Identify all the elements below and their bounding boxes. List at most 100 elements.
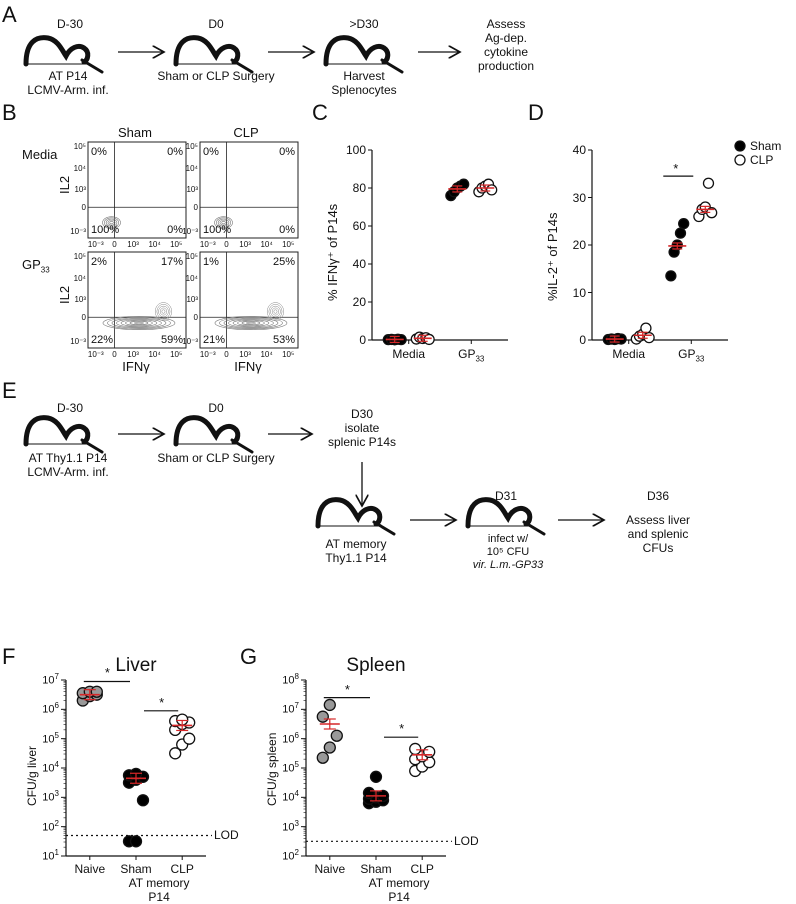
category-label-sham: Sham (360, 862, 392, 876)
step-e5-line2: 10⁵ CFU (486, 546, 530, 558)
panel-label-d: D (528, 100, 544, 125)
contour-ring (271, 307, 280, 316)
group-label-line2: P14 (148, 890, 170, 904)
x-tick-label: 10³ (127, 240, 139, 249)
step-e4-line1: AT memory (325, 537, 387, 551)
y-axis-label: %IL-2⁺ of P14s (545, 212, 560, 301)
data-point-sham (362, 786, 376, 800)
y-tick-label: 105 (282, 760, 299, 775)
quadrant-ul: 1% (203, 256, 219, 268)
data-point-sham (458, 178, 470, 190)
x-axis-label-ifng-sham: IFNγ (122, 359, 150, 374)
data-point-clp (423, 333, 435, 346)
y-tick-label: 10 (572, 285, 586, 300)
step-e5-top: D31 (494, 489, 518, 503)
data-point-naive (90, 685, 103, 698)
y-tick-label: 0 (359, 333, 366, 347)
y-tick-label: 20 (572, 238, 586, 252)
contour-ring (102, 216, 121, 229)
data-point-sham (678, 217, 690, 230)
contour-ring (134, 321, 144, 325)
x-tick-label: 10⁻³ (199, 240, 216, 249)
y-tick-label: 0 (81, 313, 86, 323)
panel-label-e: E (2, 378, 17, 403)
quadrant-ur: 25% (272, 256, 295, 268)
y-tick-label: 105 (42, 730, 59, 746)
data-point-clp (640, 322, 652, 334)
y-tick-label: 30 (572, 190, 586, 205)
y-tick-label: 103 (282, 818, 299, 834)
category-label-clp: CLP (170, 862, 194, 876)
group-label-line1: AT memory (128, 876, 190, 890)
contour-ring (219, 316, 283, 330)
row-title-gp: GP33 (22, 257, 50, 275)
quadrant-lr: 0% (279, 224, 295, 236)
contour-ring (102, 316, 176, 331)
y-tick-label: 10⁴ (185, 273, 198, 283)
y-tick-label: 108 (282, 672, 299, 687)
data-point-sham (674, 227, 687, 239)
y-tick-label: 80 (352, 181, 366, 195)
contour-ring (223, 317, 279, 329)
data-point-clp (423, 745, 436, 759)
contour-ring (104, 217, 120, 228)
data-point-clp (183, 732, 196, 745)
x-tick-label: 10⁵ (282, 240, 295, 249)
y-tick-label: 10⁵ (185, 251, 198, 261)
x-tick-label: 10⁴ (148, 240, 161, 249)
y-tick-label: 100 (345, 143, 366, 157)
y-tick-label: 10⁵ (73, 251, 86, 261)
contour-ring (214, 216, 233, 229)
significance-star: * (399, 721, 405, 737)
x-tick-label: 10³ (239, 240, 251, 249)
group-label-line1: AT memory (368, 876, 430, 890)
significance-star: * (344, 681, 350, 697)
quadrant-ll: 100% (91, 224, 120, 236)
quadrant-lr: 59% (160, 334, 183, 346)
y-tick-label: 10⁻³ (70, 337, 86, 347)
significance-star: * (104, 665, 110, 681)
contour-ring (105, 218, 118, 227)
y-tick-label: 104 (282, 789, 299, 804)
contour-ring (107, 316, 171, 330)
data-point-naive (316, 751, 329, 764)
contour-ring (246, 321, 256, 325)
step-a1-line1: AT P14 (48, 69, 88, 83)
step-e2-line1: Sham or CLP Surgery (157, 451, 275, 465)
x-tick-label: 0 (224, 240, 229, 249)
x-tick-label: 0 (112, 240, 117, 249)
contour-ring (125, 320, 153, 326)
x-tick-label: 10³ (239, 350, 251, 359)
step-e3-line1: D30 (350, 407, 374, 421)
y-tick-label: 10³ (74, 185, 86, 194)
data-point-clp (409, 742, 422, 756)
contour-ring (116, 318, 162, 328)
contour-ring (107, 219, 116, 226)
quadrant-ul: 0% (203, 146, 219, 158)
contour-ring (273, 309, 278, 314)
y-tick-label: 60 (352, 219, 366, 233)
data-point-clp (169, 747, 182, 760)
step-e5-line1: infect w/ (487, 533, 529, 545)
step-e2-top: D0 (208, 401, 224, 415)
y-tick-label: 103 (42, 789, 59, 804)
row-title-media: Media (22, 147, 58, 162)
category-label-naive: Naive (314, 862, 346, 876)
y-tick-label: 40 (352, 257, 366, 271)
category-label-media: Media (392, 347, 426, 361)
y-tick-label: 106 (42, 701, 59, 716)
y-tick-label: 10⁵ (185, 141, 198, 151)
chart-title: Spleen (346, 655, 406, 676)
data-point-naive (316, 710, 329, 723)
x-tick-label: 10⁻³ (199, 350, 216, 359)
panel-label-a: A (2, 2, 17, 27)
contour-ring (214, 316, 288, 331)
contour-ring (237, 320, 265, 326)
data-point-sham (369, 770, 383, 783)
data-point-sham (136, 794, 150, 807)
contour-ring (216, 217, 232, 228)
step-a4-line1: Assess (486, 17, 526, 31)
contour-ring (241, 321, 261, 326)
x-tick-label: 0 (224, 350, 229, 359)
category-label-media: Media (612, 347, 646, 361)
